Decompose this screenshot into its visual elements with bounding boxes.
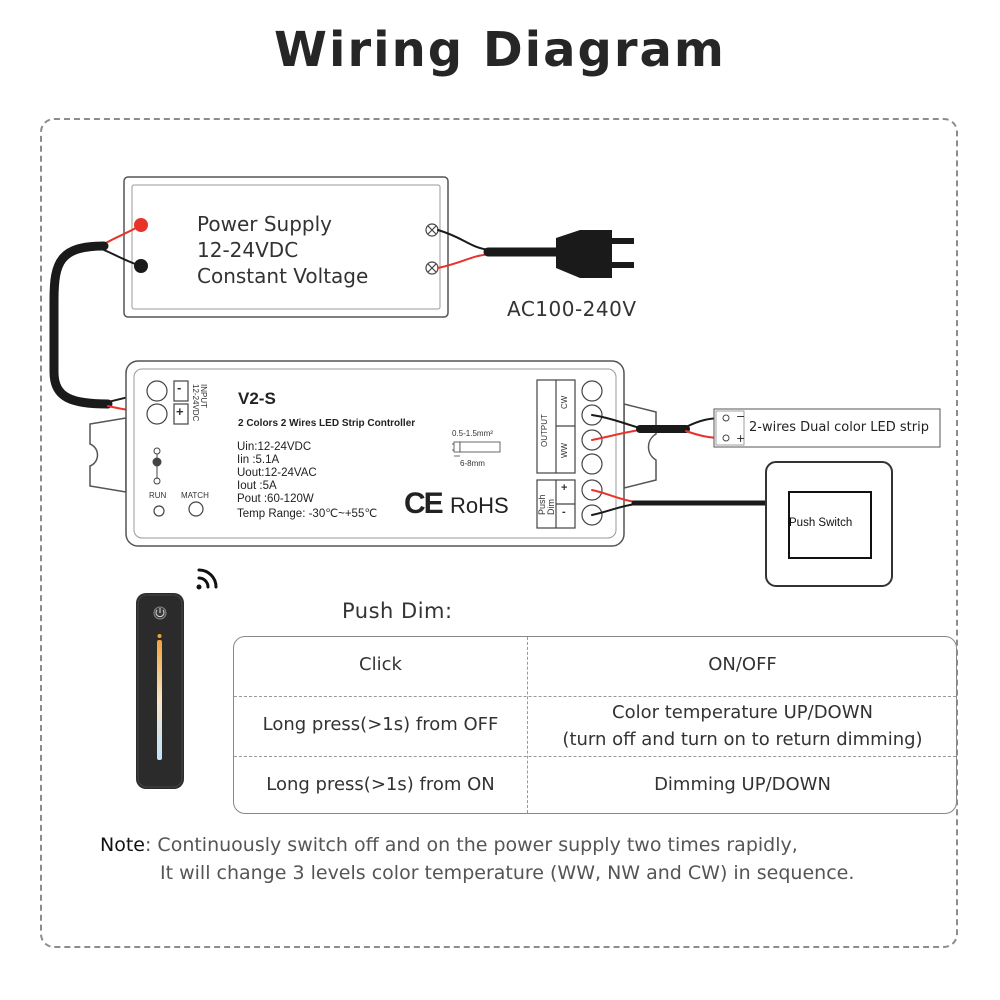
antenna-icon: [152, 447, 162, 485]
match-label: MATCH: [181, 491, 209, 500]
ps-label-voltage: 12-24VDC: [197, 238, 299, 262]
match-button[interactable]: [188, 501, 204, 517]
table-cell-result: Dimming UP/DOWN: [654, 774, 831, 795]
ce-mark: CE: [404, 487, 444, 520]
spec-uin: Uin:12-24VDC: [237, 441, 312, 453]
led-strip-minus: −: [736, 410, 745, 423]
led-strip-label: 2-wires Dual color LED strip: [749, 420, 929, 435]
spec-temp-range: Temp Range: -30℃~+55℃: [237, 508, 378, 520]
push-switch-button[interactable]: [788, 491, 872, 559]
note-line-2: It will change 3 levels color temperatur…: [160, 862, 855, 884]
table-cell-result: Color temperature UP/DOWN: [612, 702, 873, 723]
run-led: [153, 505, 165, 517]
output-terminal-block: [536, 379, 576, 529]
output-label: OUTPUT: [540, 414, 549, 447]
note-label: Note: [100, 834, 145, 856]
table-column-divider: [527, 637, 528, 813]
led-strip-plus: +: [736, 432, 745, 445]
push-switch-label: Push Switch: [789, 517, 853, 529]
table-cell-result: ON/OFF: [708, 654, 777, 675]
controller-box: [89, 360, 657, 547]
ps-ac-screw-terminals: [425, 223, 439, 275]
spec-iout: Iout :5A: [237, 480, 277, 492]
input-minus-label: -: [177, 380, 182, 395]
table-cell-action: Click: [359, 654, 402, 675]
remote-slider-top-dot: [157, 634, 162, 638]
table-row-divider: [234, 696, 956, 697]
remote-power-button[interactable]: [153, 606, 167, 620]
push-switch-cable: [591, 489, 793, 516]
push-dim-minus: -: [562, 506, 566, 518]
page-title: Wiring Diagram: [274, 22, 726, 78]
wifi-signal-icon: [196, 568, 218, 590]
input-plus-label: +: [176, 404, 184, 419]
push-dim-table: Click ON/OFF Long press(>1s) from OFF Co…: [233, 636, 957, 814]
ac-plug-icon: [556, 230, 634, 278]
table-cell-result-note: (turn off and turn on to return dimming): [562, 729, 923, 750]
ps-label-type: Constant Voltage: [197, 264, 369, 288]
input-terminals: [146, 380, 189, 425]
run-label: RUN: [149, 491, 167, 500]
controller-model: V2-S: [238, 389, 276, 408]
cw-label: CW: [560, 395, 569, 409]
wire-gauge-label: 0.5-1.5mm²: [452, 429, 493, 438]
ww-label: WW: [560, 442, 569, 458]
push-dim-plus: +: [561, 482, 568, 494]
led-strip: [713, 408, 941, 448]
remote-cct-slider[interactable]: [157, 640, 162, 760]
note-text-1: : Continuously switch off and on the pow…: [144, 834, 798, 856]
ac-voltage-label: AC100-240V: [507, 297, 637, 321]
input-voltage-label: 12-24VDC: [191, 384, 200, 422]
controller-name: 2 Colors 2 Wires LED Strip Controller: [238, 418, 416, 429]
push-dim-title: Push Dim:: [342, 599, 453, 623]
ps-label-name: Power Supply: [197, 212, 332, 236]
rohs-mark: RoHS: [450, 493, 509, 518]
ac-cable: [437, 229, 565, 269]
note-line-1: Note: Continuously switch off and on the…: [100, 834, 798, 856]
input-label: INPUT: [199, 384, 208, 408]
dim-label: Dim: [546, 499, 556, 515]
power-supply-box: [123, 176, 449, 318]
diagram-frame: [40, 118, 958, 948]
wire-strip-icon: [452, 441, 501, 457]
table-cell-action: Long press(>1s) from OFF: [262, 714, 499, 735]
table-cell-action: Long press(>1s) from ON: [266, 774, 495, 795]
spec-uout: Uout:12-24VAC: [237, 467, 317, 479]
strip-length-label: 6-8mm: [460, 459, 485, 468]
table-row-divider: [234, 756, 956, 757]
spec-iin: Iin :5.1A: [237, 454, 280, 466]
spec-pout: Pout :60-120W: [237, 493, 314, 505]
